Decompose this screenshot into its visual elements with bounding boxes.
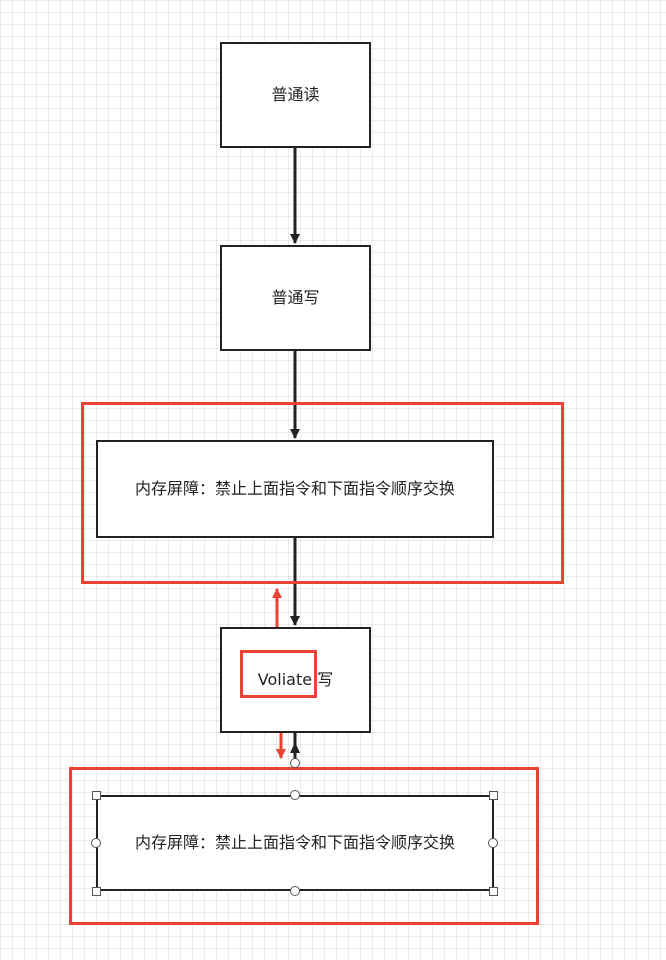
memory-barrier-before-label: 内存屏障：禁止上面指令和下面指令顺序交换: [134, 479, 455, 498]
connection-point-left[interactable]: [91, 838, 101, 848]
memory-barrier-after-node[interactable]: 内存屏障：禁止上面指令和下面指令顺序交换: [96, 795, 494, 891]
volatile-write-suffix: 写: [312, 670, 334, 689]
connection-point-right[interactable]: [488, 838, 498, 848]
normal-read-node[interactable]: 普通读: [220, 42, 371, 148]
arrowhead-upward-selected: [290, 742, 300, 753]
resize-handle-bottom-left[interactable]: [92, 887, 101, 896]
connector-endpoint-handle[interactable]: [290, 758, 300, 768]
red-highlight-barrier-after: [69, 767, 539, 925]
resize-handle-top-left[interactable]: [92, 791, 101, 800]
memory-barrier-before-node[interactable]: 内存屏障：禁止上面指令和下面指令顺序交换: [96, 440, 494, 538]
volatile-word: Voliate: [257, 670, 313, 689]
resize-handle-bottom-right[interactable]: [489, 887, 498, 896]
red-highlight-volatile-word: [240, 650, 317, 698]
normal-write-node[interactable]: 普通写: [220, 245, 371, 351]
connection-point-bottom[interactable]: [290, 886, 300, 896]
volatile-write-node[interactable]: Voliate 写: [220, 627, 371, 733]
red-highlight-barrier-before: [81, 402, 564, 584]
volatile-write-label: Voliate 写: [258, 668, 333, 692]
connection-point-top[interactable]: [290, 790, 300, 800]
memory-barrier-after-label: 内存屏障：禁止上面指令和下面指令顺序交换: [134, 833, 455, 852]
resize-handle-top-right[interactable]: [489, 791, 498, 800]
normal-read-label: 普通读: [271, 85, 320, 104]
normal-write-label: 普通写: [271, 288, 320, 307]
